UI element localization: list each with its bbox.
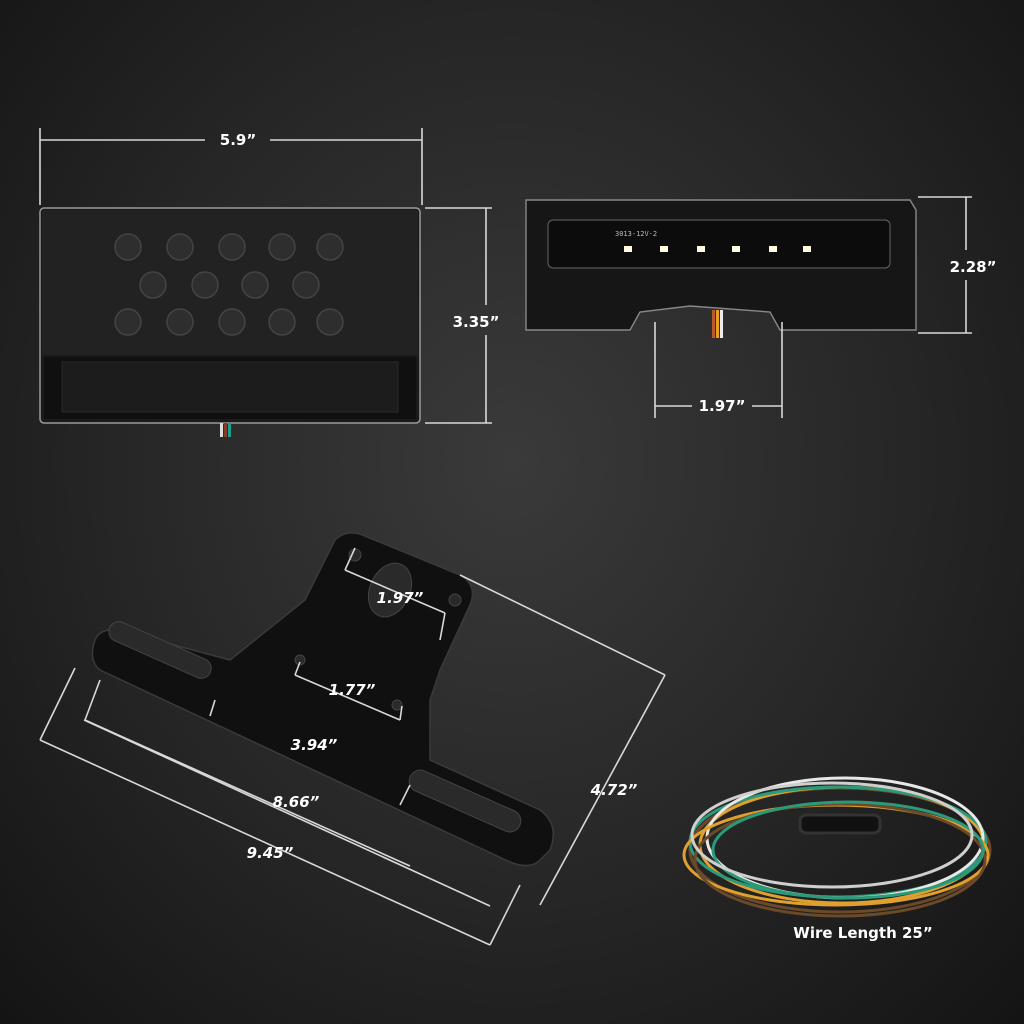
side-mount-spacing-dimension: 1.97”	[654, 322, 783, 418]
front-height-label: 3.35”	[453, 313, 500, 331]
side-view-light: 3013-12V-2	[525, 199, 917, 338]
bracket-dimension-lines	[39, 547, 666, 946]
bracket-mid-hole-spacing-label: 1.77”	[329, 681, 376, 699]
front-width-label: 5.9”	[220, 131, 256, 149]
bracket-top-hole-spacing-label: 1.97”	[377, 589, 424, 607]
wire-length-label: Wire Length 25”	[793, 924, 932, 942]
bracket-slot-spacing-label: 3.94”	[291, 736, 338, 754]
wire-harness	[682, 776, 992, 918]
side-mount-spacing-label: 1.97”	[699, 397, 746, 415]
side-height-dimension: 2.28”	[918, 196, 997, 334]
front-view-light	[39, 207, 421, 437]
bracket-overall-length-label: 9.45”	[247, 844, 294, 862]
pcb-marking: 3013-12V-2	[615, 230, 657, 238]
license-plate-bracket	[91, 532, 555, 867]
front-height-dimension: 3.35”	[425, 207, 500, 424]
bracket-height-label: 4.72”	[590, 781, 638, 799]
front-width-dimension: 5.9”	[39, 128, 423, 205]
bracket-inner-length-label: 8.66”	[273, 793, 320, 811]
side-height-label: 2.28”	[950, 258, 997, 276]
